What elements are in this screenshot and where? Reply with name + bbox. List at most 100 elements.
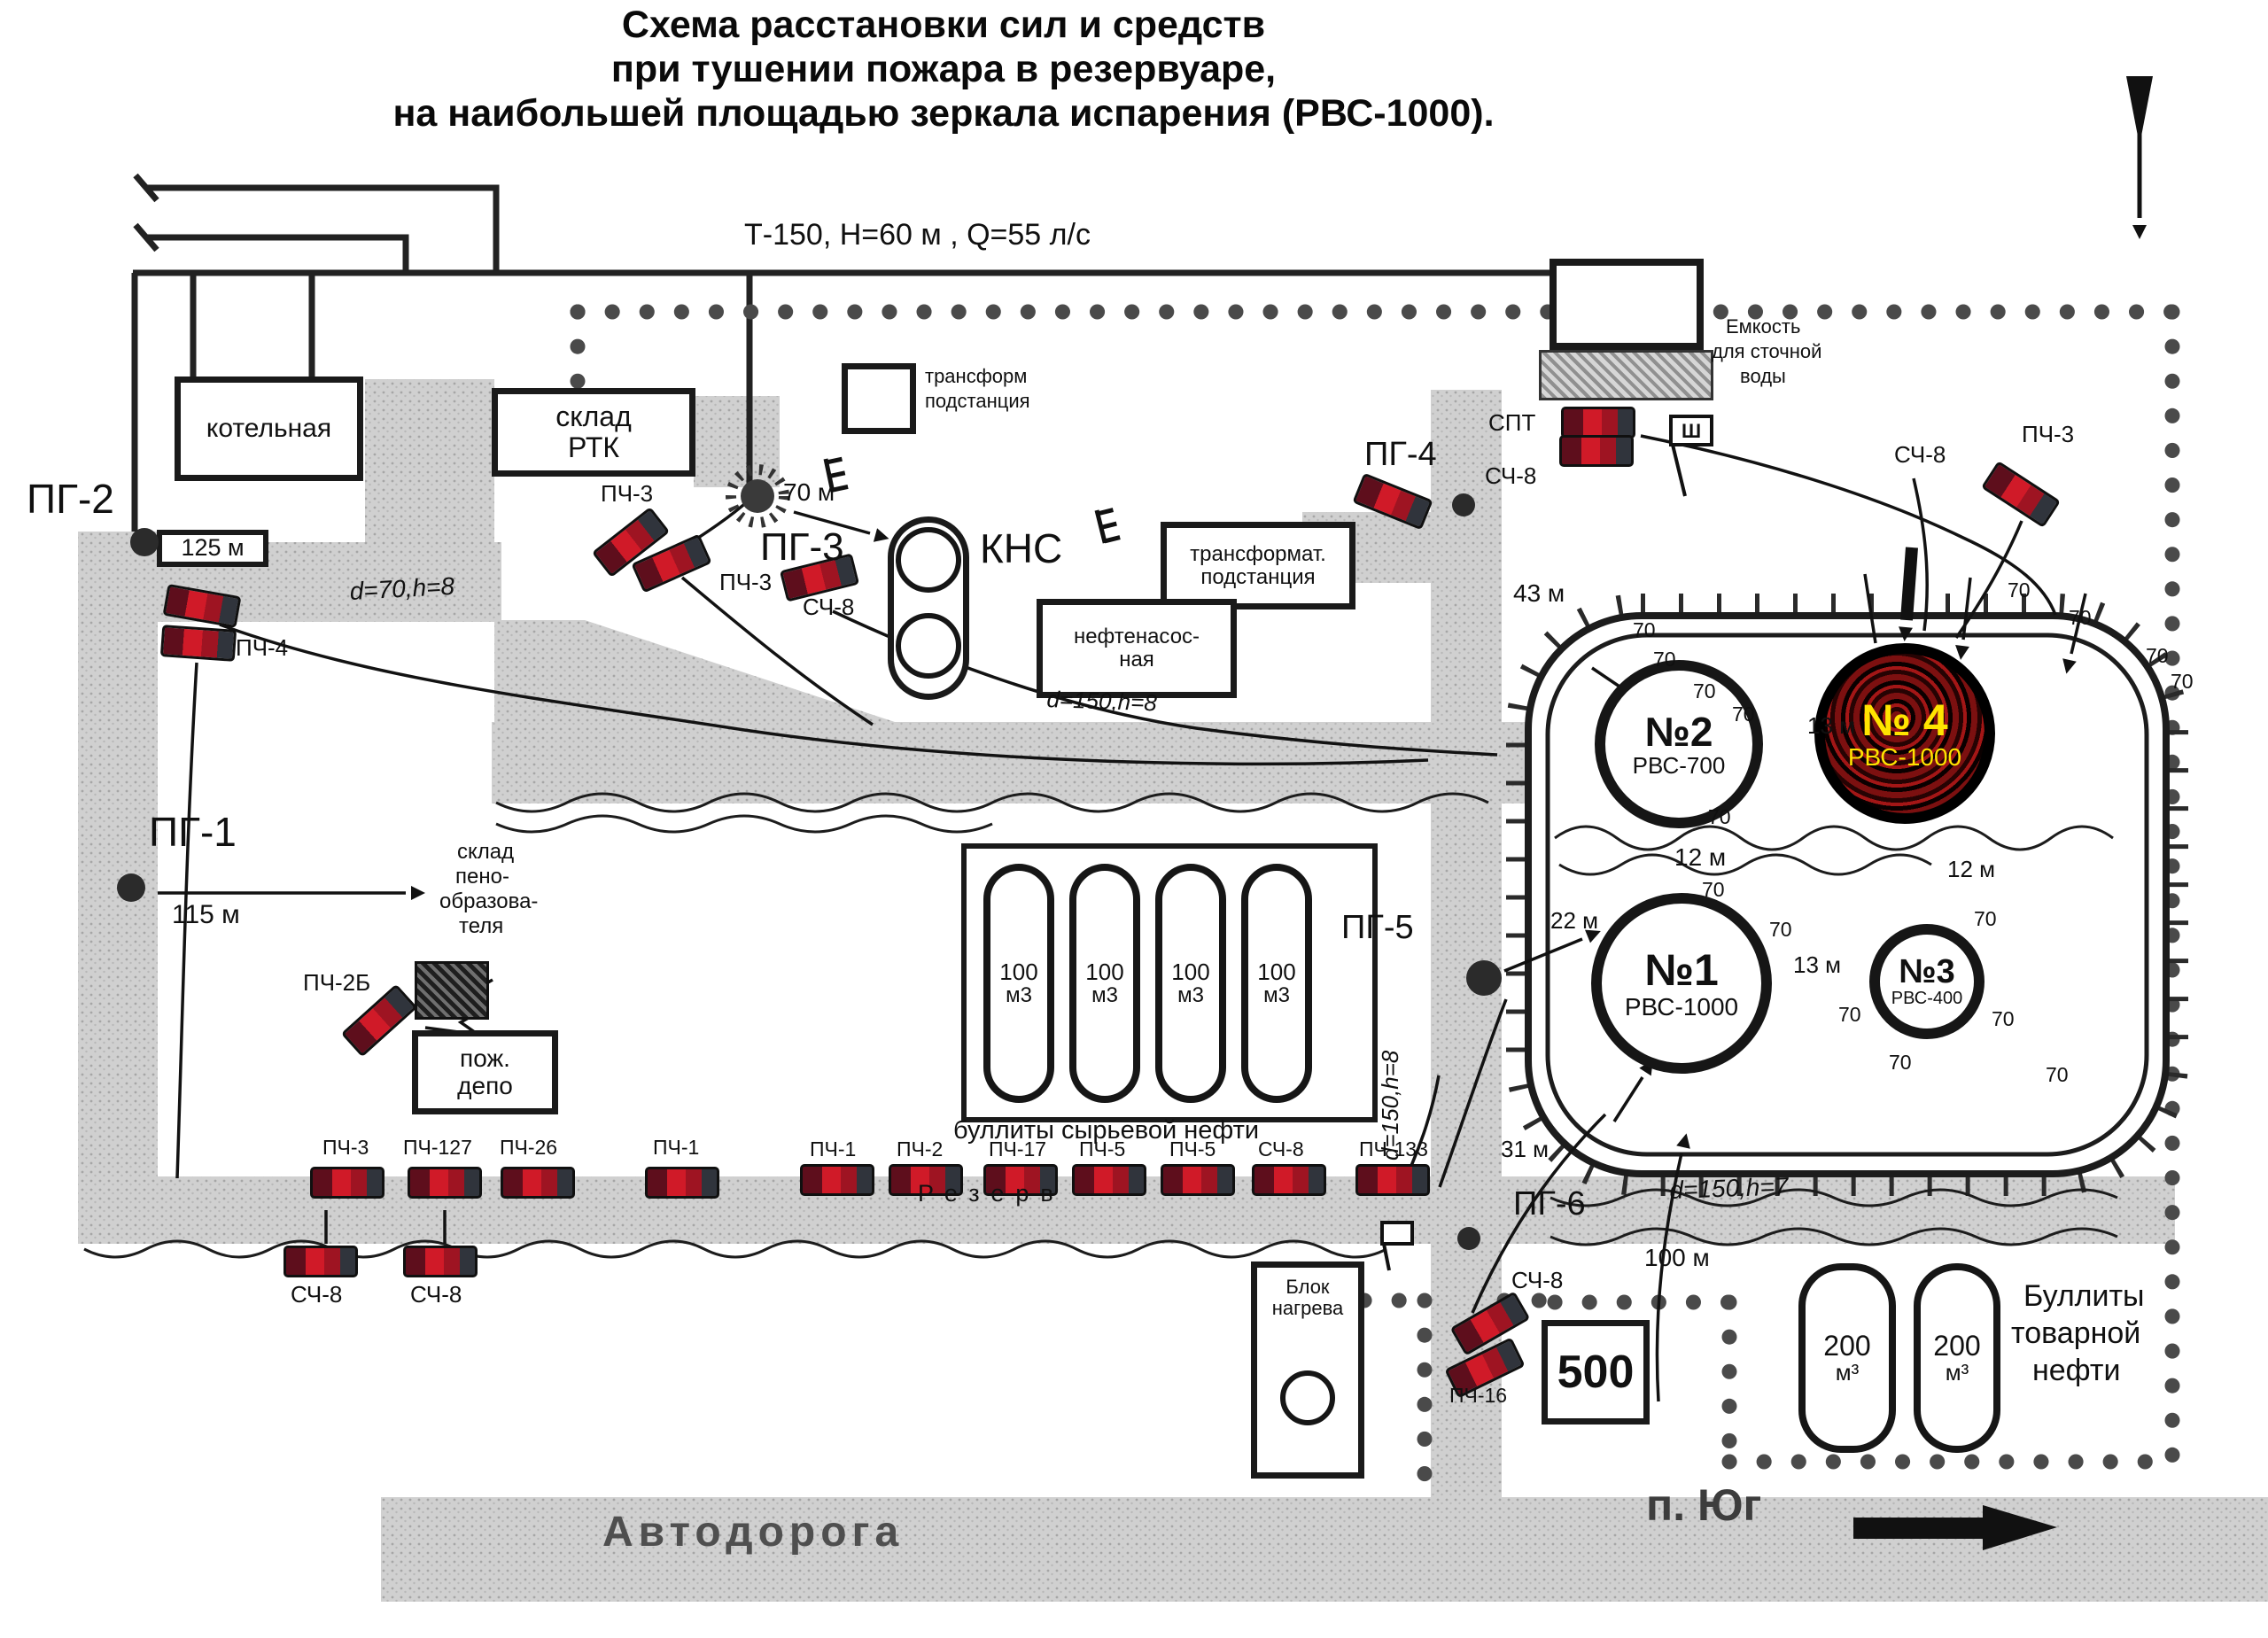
- foam-store-label: теля: [459, 914, 504, 938]
- hose-70-marker: 70: [1702, 878, 1725, 901]
- distance-label: 13 м: [1793, 951, 1842, 978]
- arrow-head: [2062, 658, 2077, 674]
- direction-arrow: [793, 510, 871, 535]
- heating-block-label: Блок: [1285, 1276, 1330, 1298]
- building-500-label: 500: [1557, 1346, 1635, 1398]
- arrow-head: [411, 886, 425, 900]
- oil-pump-station: нефтенасос-ная: [1037, 599, 1237, 698]
- hydrant-pg3-teeth: [726, 464, 789, 528]
- hydrant-label-pg3: ПГ-3: [760, 525, 844, 569]
- hydrant-pg5-icon: [1466, 960, 1502, 996]
- hose-70-marker: 70: [1633, 618, 1656, 641]
- raw-oil-bullit-unit: м3: [1177, 983, 1204, 1008]
- truck-label-pch16: ПЧ-16: [1449, 1384, 1508, 1407]
- raw-oil-bullit-volume: 100: [1171, 958, 1210, 985]
- hydrant-label-pg1: ПГ-1: [149, 809, 237, 855]
- foam-store-label: пено-: [455, 865, 509, 889]
- terrain-wave-line: [83, 1239, 1387, 1259]
- fire-truck-icon: [645, 1167, 719, 1199]
- raw-oil-bullit-volume: 100: [1257, 958, 1296, 985]
- arrow-head: [873, 528, 889, 542]
- distance-125m-box-label: 125 м: [181, 534, 245, 562]
- water-main-label: Т-150, Н=60 м , Q=55 л/с: [744, 218, 1091, 252]
- truck-label-pch1: ПЧ-1: [810, 1137, 857, 1161]
- water-pipe: [133, 173, 159, 203]
- raw-oil-bullit-unit: м3: [1091, 983, 1118, 1008]
- arrow-head: [1676, 1133, 1690, 1149]
- hose-70-marker: 70: [1889, 1051, 1912, 1074]
- truck-label-pch2: ПЧ-2: [897, 1137, 944, 1161]
- terrain-wave-line: [1550, 1227, 2118, 1246]
- foam-monitor-icon: [1900, 547, 1918, 621]
- hose-70-marker: 70: [1653, 648, 1676, 671]
- raw-oil-bullit-volume: 100: [999, 958, 1038, 985]
- truck-label-pch3: ПЧ-3: [719, 569, 773, 595]
- hydrant-pg6-icon: [1457, 1227, 1480, 1250]
- heating-block-label: нагрева: [1271, 1296, 1344, 1319]
- fire-truck-icon: [284, 1246, 358, 1277]
- oil-pump-station-label: ная: [1119, 648, 1154, 672]
- distance-label: 12 м: [1947, 856, 1996, 882]
- truck-label-pch127: ПЧ-127: [403, 1136, 472, 1159]
- truck-label-pch133: ПЧ-133: [1359, 1137, 1428, 1161]
- truck-label-sch8: СЧ-8: [1511, 1267, 1564, 1293]
- foam-store-label: склад: [457, 840, 515, 864]
- tank-4-burning-type: РВС-1000: [1847, 742, 1962, 771]
- truck-label-pch5: ПЧ-5: [1169, 1137, 1216, 1161]
- pipe-label: d=150,h=8: [1377, 1050, 1403, 1161]
- hose-line: [680, 576, 874, 726]
- hydrant-pg1-icon: [117, 873, 145, 902]
- rtk-warehouse-label: РТК: [567, 431, 620, 463]
- tank-1-number: №1: [1644, 945, 1719, 996]
- hydrant-label-pg4: ПГ-4: [1364, 436, 1437, 473]
- product-bullits-label: товарной: [2011, 1316, 2141, 1350]
- pipe-label: d=150,h=7: [1668, 1172, 1789, 1204]
- hose-70-marker: 70: [1992, 1007, 2015, 1030]
- hydrant-pg3-icon: [741, 479, 774, 513]
- direction-arrow: [1612, 1076, 1644, 1122]
- sump-label: воды: [1740, 365, 1786, 387]
- tank-2-type: РВС-700: [1632, 751, 1726, 779]
- hose-70-marker: 70: [2146, 644, 2169, 667]
- distance-label: 12 м: [1674, 843, 1727, 871]
- truck-label-sch8: СЧ-8: [1894, 441, 1946, 468]
- raw-oil-bullits-label: буллиты сырьевой нефти: [953, 1116, 1260, 1145]
- diagram-title: Схема расстановки сил и средств при туше…: [266, 4, 1621, 136]
- hose-70-marker: 70: [1708, 805, 1731, 828]
- road-label-avtodoroga: Автодорога: [602, 1509, 905, 1556]
- hydrant-label-pg5: ПГ-5: [1341, 909, 1414, 946]
- rtk-warehouse-label: склад: [555, 400, 632, 433]
- transformer-substation: [842, 363, 916, 434]
- south-label: п. Юг: [1646, 1480, 1762, 1530]
- reserve-label: Резерв: [918, 1180, 1065, 1207]
- hose-70-marker: 70: [1693, 679, 1716, 703]
- road: [365, 379, 494, 576]
- distance-label: 100 м: [1644, 1244, 1710, 1271]
- distance-label: 70 м: [783, 478, 835, 506]
- terrain-wave-line: [495, 814, 993, 834]
- truck-label-sch8: СЧ-8: [1485, 462, 1537, 489]
- hydrant-pg4-icon: [1452, 493, 1475, 516]
- truck-label-pch1: ПЧ-1: [653, 1136, 700, 1159]
- foam-generator-icon: [823, 456, 849, 493]
- tank-3-type: РВС-400: [1891, 989, 1963, 1009]
- pipe-label: d=70,h=8: [348, 571, 455, 605]
- direction-arrow: [1503, 937, 1583, 973]
- distance-label: 115 м: [172, 900, 240, 929]
- product-bullit-unit: м³: [1835, 1359, 1860, 1386]
- product-bullit-volume: 200: [1823, 1329, 1871, 1362]
- fire-truck-icon: [800, 1164, 874, 1196]
- distance-label: 22 м: [1550, 907, 1599, 934]
- hose-70-marker: 70: [1838, 1003, 1861, 1026]
- truck-label-sch8: СЧ-8: [291, 1281, 343, 1308]
- sump-label: для сточной: [1712, 340, 1822, 362]
- hose-line: [1471, 1113, 1607, 1314]
- hose-line: [1912, 477, 1929, 632]
- hose-line: [219, 623, 1429, 766]
- fire-depot: пож.депо: [412, 1030, 558, 1114]
- hydrant-label-pg6: ПГ-6: [1513, 1185, 1586, 1223]
